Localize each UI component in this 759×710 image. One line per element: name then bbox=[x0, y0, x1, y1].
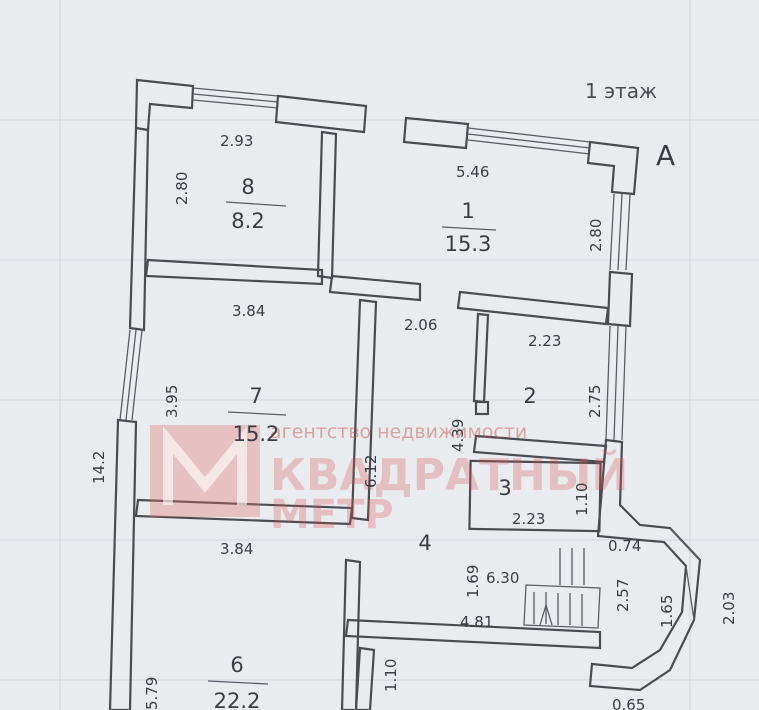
dimension-labels: 2.93 2.80 5.46 2.80 3.84 3.95 2.06 4.39 … bbox=[90, 132, 738, 710]
dim-stair-width: 6.30 bbox=[486, 569, 519, 587]
room-8-area: 8.2 bbox=[231, 209, 264, 233]
dim-r8-width: 2.93 bbox=[220, 132, 253, 150]
room-2-number: 2 bbox=[523, 384, 536, 408]
axis-label: А bbox=[656, 139, 675, 172]
watermark: агентство недвижимости КВАДРАТНЫЙ МЕТР bbox=[150, 421, 628, 538]
room-6: 6 22.2 bbox=[207, 653, 269, 710]
dim-corridor-width: 2.06 bbox=[404, 316, 437, 334]
dim-overall-height: 14.2 bbox=[90, 451, 108, 484]
dim-r6-height: 5.79 bbox=[143, 677, 161, 710]
room-8: 8 8.2 bbox=[225, 175, 287, 233]
dim-bay-a: 0.74 bbox=[608, 537, 641, 555]
dim-hall-width: 4.81 bbox=[460, 613, 493, 631]
room-3-number: 3 bbox=[498, 476, 511, 500]
room-1: 1 15.3 bbox=[441, 199, 497, 256]
room-6-area: 22.2 bbox=[214, 689, 261, 710]
room-7-area: 15.2 bbox=[233, 422, 280, 446]
room-6-number: 6 bbox=[230, 653, 243, 677]
room-7-number: 7 bbox=[249, 384, 262, 408]
watermark-brand-line2: МЕТР bbox=[270, 492, 394, 538]
dim-r2-height: 2.75 bbox=[586, 385, 604, 418]
dim-stair-height: 1.69 bbox=[464, 565, 482, 598]
dim-bay-c: 1.65 bbox=[658, 595, 676, 628]
dim-lower-height: 1.10 bbox=[382, 659, 400, 692]
room-8-number: 8 bbox=[241, 175, 254, 199]
watermark-brand-line1: КВАДРАТНЫЙ bbox=[270, 448, 628, 501]
dim-r3-height: 1.10 bbox=[573, 483, 591, 516]
room-1-area: 15.3 bbox=[445, 232, 492, 256]
outer-walls bbox=[108, 78, 702, 710]
dim-bay-e: 0.65 bbox=[612, 696, 645, 710]
room-4-number: 4 bbox=[418, 531, 431, 555]
dim-r7-width: 3.84 bbox=[232, 302, 265, 320]
dim-r7-height: 3.95 bbox=[163, 385, 181, 418]
floor-label: 1 этаж bbox=[585, 79, 657, 103]
interior-walls bbox=[134, 130, 610, 710]
dim-r3-width: 2.23 bbox=[512, 510, 545, 528]
dim-r6-width: 3.84 bbox=[220, 540, 253, 558]
dim-r1-width: 5.46 bbox=[456, 163, 489, 181]
dim-r2-width: 2.23 bbox=[528, 332, 561, 350]
room-1-number: 1 bbox=[461, 199, 474, 223]
dim-bay-d: 2.03 bbox=[720, 592, 738, 625]
dim-corridor-height: 4.39 bbox=[449, 419, 467, 452]
dim-r1-height: 2.80 bbox=[587, 219, 605, 252]
room-7: 7 15.2 bbox=[227, 384, 287, 446]
dim-bay-b: 2.57 bbox=[614, 579, 632, 612]
dim-r4-height: 6.12 bbox=[362, 455, 380, 488]
dim-r8-height: 2.80 bbox=[173, 172, 191, 205]
watermark-tagline: агентство недвижимости bbox=[270, 421, 527, 443]
